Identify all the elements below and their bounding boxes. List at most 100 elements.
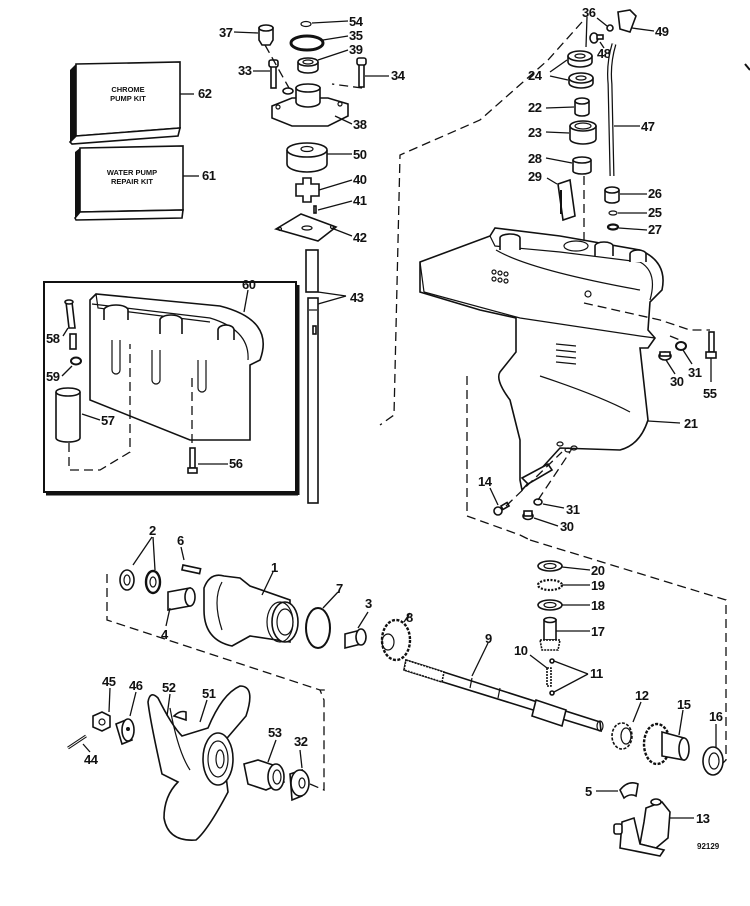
callout-39[interactable]: 39 [349,42,363,57]
part-42-plate[interactable] [274,213,338,242]
callout-5[interactable]: 5 [585,784,593,799]
part-7-o-ring[interactable] [305,607,331,649]
callout-55[interactable]: 55 [703,386,717,401]
callout-32[interactable]: 32 [294,734,308,749]
callout-34[interactable]: 34 [391,68,406,83]
part-24-bearings[interactable] [567,50,594,89]
callout-51[interactable]: 51 [202,686,216,701]
callout-50[interactable]: 50 [353,147,367,162]
callout-3[interactable]: 3 [365,596,373,611]
part-56-screw[interactable] [187,447,198,474]
part-44-cotter-pin[interactable] [67,734,87,750]
part-55-screw[interactable] [705,331,717,359]
callout-13[interactable]: 13 [696,811,710,826]
callout-36[interactable]: 36 [582,5,596,20]
callout-24[interactable]: 24 [528,68,543,83]
part-16-bearing[interactable] [702,746,724,776]
part-40-impeller[interactable] [295,177,320,203]
callout-28[interactable]: 28 [528,151,542,166]
callout-62[interactable]: 62 [198,86,212,101]
part-28-bearing[interactable] [572,156,592,175]
callout-30b[interactable]: 30 [560,519,574,534]
part-32-thrust-washer[interactable] [289,768,310,802]
part-25-washer[interactable] [608,210,618,216]
callout-21[interactable]: 21 [684,416,698,431]
callout-14[interactable]: 14 [478,474,493,489]
callout-52[interactable]: 52 [162,680,176,695]
part-18-washer[interactable] [537,599,563,611]
part-20-washer[interactable] [537,560,563,572]
callout-6[interactable]: 6 [177,533,185,548]
callout-35[interactable]: 35 [349,28,363,43]
callout-23[interactable]: 23 [528,125,542,140]
callout-58[interactable]: 58 [46,331,60,346]
part-37-grommet[interactable] [258,24,274,46]
callout-10[interactable]: 10 [514,643,528,658]
callout-15[interactable]: 15 [677,697,691,712]
part-31-washer-upper[interactable] [675,341,687,351]
part-59-o-ring[interactable] [70,356,82,366]
callout-29[interactable]: 29 [528,169,542,184]
callout-12[interactable]: 12 [635,688,649,703]
callout-33[interactable]: 33 [238,63,252,78]
part-53-thrust-hub[interactable] [243,759,286,791]
callout-54[interactable]: 54 [349,14,364,29]
part-17-pinion[interactable] [539,616,561,651]
part-8-gear[interactable] [380,618,412,662]
callout-60[interactable]: 60 [242,277,256,292]
callout-19[interactable]: 19 [591,578,605,593]
callout-31b[interactable]: 31 [566,502,580,517]
callout-59[interactable]: 59 [46,369,60,384]
callout-4[interactable]: 4 [161,627,170,642]
part-50-impeller-housing[interactable] [286,142,328,173]
part-21-gearcase-housing[interactable] [419,227,664,492]
callout-17[interactable]: 17 [591,624,605,639]
part-11-ball-lower[interactable] [549,690,555,696]
part-1-bearing-housing[interactable] [203,574,299,647]
callout-11[interactable]: 11 [590,666,604,681]
water-pump-repair-kit-box[interactable]: WATER PUMP REPAIR KIT [74,145,184,221]
part-26-bushing[interactable] [604,186,620,204]
callout-49[interactable]: 49 [655,24,669,39]
part-54-o-ring[interactable] [300,20,312,28]
callout-56[interactable]: 56 [229,456,243,471]
part-60-exhaust-housing[interactable] [89,293,264,441]
part-34-screw[interactable] [356,57,367,88]
part-49-clip[interactable] [617,9,637,33]
part-2-seals[interactable] [119,569,162,595]
callout-57[interactable]: 57 [101,413,115,428]
callout-7[interactable]: 7 [336,581,344,596]
callout-9[interactable]: 9 [485,631,493,646]
callout-53[interactable]: 53 [268,725,282,740]
callout-38[interactable]: 38 [353,117,367,132]
part-5-retainer[interactable] [619,782,639,800]
part-27-grommet[interactable] [606,223,620,231]
part-19-thrust-bearing[interactable] [536,578,564,592]
part-22-bearing[interactable] [574,97,590,117]
part-58-tube[interactable] [64,299,77,350]
part-9-propeller-shaft[interactable] [403,658,604,733]
part-10-spring[interactable] [546,667,552,687]
callout-40[interactable]: 40 [353,172,367,187]
callout-22[interactable]: 22 [528,100,542,115]
callout-30a[interactable]: 30 [670,374,684,389]
callout-46[interactable]: 46 [129,678,143,693]
callout-44[interactable]: 44 [84,752,99,767]
callout-18[interactable]: 18 [591,598,605,613]
callout-42[interactable]: 42 [353,230,367,245]
part-29-insert[interactable] [557,178,576,222]
callout-37[interactable]: 37 [219,25,233,40]
part-4-bearing[interactable] [167,587,196,611]
part-6-screw[interactable] [181,564,202,575]
part-3-bearing[interactable] [344,628,367,650]
part-30-plug-lower[interactable] [522,510,534,521]
part-57-tube[interactable] [55,387,81,443]
callout-45[interactable]: 45 [102,674,116,689]
callout-43[interactable]: 43 [350,290,364,305]
part-38-pump-housing[interactable] [271,83,349,127]
part-39-seal[interactable] [297,57,319,74]
callout-8[interactable]: 8 [406,610,414,625]
part-35-seal-ring[interactable] [289,34,325,52]
part-46-spacer[interactable] [115,718,135,746]
callout-31a[interactable]: 31 [688,365,702,380]
